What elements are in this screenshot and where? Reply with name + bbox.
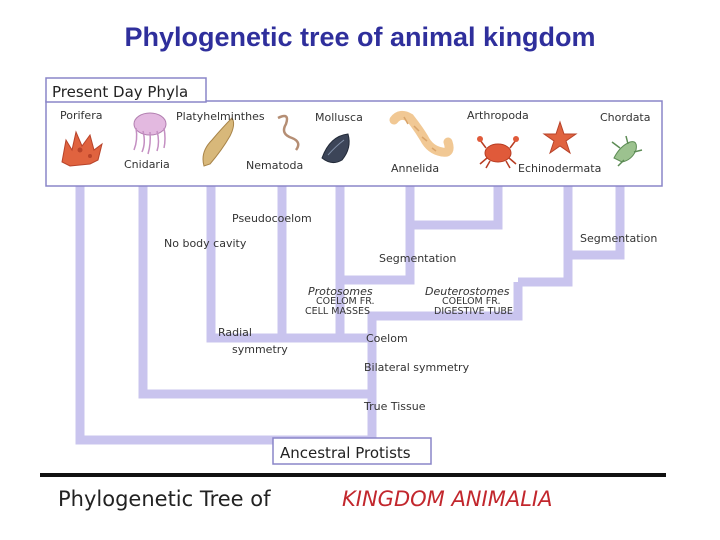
label-radial-line1: Radial xyxy=(218,326,252,339)
footer-rule xyxy=(40,473,666,477)
mollusca-icon xyxy=(321,133,350,164)
label-coelom: Coelom xyxy=(366,332,408,345)
label-radial-line2: symmetry xyxy=(232,343,288,356)
label-bilateral: Bilateral symmetry xyxy=(364,361,470,374)
label-protostomes: Protosomes xyxy=(308,285,373,298)
label-segmentation-right: Segmentation xyxy=(580,232,657,245)
slide-title: Phylogenetic tree of animal kingdom xyxy=(124,22,596,52)
annelida-icon xyxy=(389,110,454,157)
cnidaria-icon xyxy=(133,112,167,155)
label-cnidaria: Cnidaria xyxy=(124,158,170,171)
label-nematoda: Nematoda xyxy=(246,159,303,172)
label-mollusca: Mollusca xyxy=(315,111,363,124)
label-true-tissue: True Tissue xyxy=(363,400,426,413)
phyla-header: Present Day Phyla xyxy=(52,83,188,101)
label-no-body-cavity: No body cavity xyxy=(164,237,247,250)
chordata-icon xyxy=(611,135,643,167)
label-echinodermata: Echinodermata xyxy=(518,162,601,175)
label-deuterostomes: Deuterostomes xyxy=(425,285,510,298)
root-label: Ancestral Protists xyxy=(280,444,411,462)
phyla-header-box xyxy=(45,77,207,103)
footer-title-part2: KINGDOM ANIMALIA xyxy=(342,487,552,511)
label-platyhelminthes: Platyhelminthes xyxy=(176,110,265,123)
label-arthropoda: Arthropoda xyxy=(467,109,529,122)
label-pseudocoelom: Pseudocoelom xyxy=(232,212,312,225)
echinodermata-icon xyxy=(542,120,578,155)
nematoda-icon xyxy=(277,114,300,151)
footer-title-part1: Phylogenetic Tree of xyxy=(58,487,271,511)
branch-platyhelminthes xyxy=(206,180,372,343)
label-protostomes-line1: COELOM FR. xyxy=(316,296,375,307)
label-chordata: Chordata xyxy=(600,111,651,124)
label-annelida: Annelida xyxy=(391,162,439,175)
label-deuterostomes-line2: DIGESTIVE TUBE xyxy=(434,306,513,317)
branch-cnidaria xyxy=(138,180,372,399)
label-protostomes-line2: CELL MASSES xyxy=(305,306,370,317)
branch-deuterostomes xyxy=(367,282,523,338)
branch-annelid-arthropod xyxy=(410,180,503,230)
label-segmentation-mid: Segmentation xyxy=(379,252,456,265)
label-deuterostomes-line1: COELOM FR. xyxy=(442,296,501,307)
branch-protostome-split xyxy=(340,180,415,285)
root-box xyxy=(272,437,432,465)
arthropoda-icon xyxy=(477,136,519,169)
platyhelminthes-icon xyxy=(202,117,235,167)
porifera-icon xyxy=(61,130,103,167)
branch-protostomes xyxy=(335,280,372,343)
label-porifera: Porifera xyxy=(60,109,102,122)
